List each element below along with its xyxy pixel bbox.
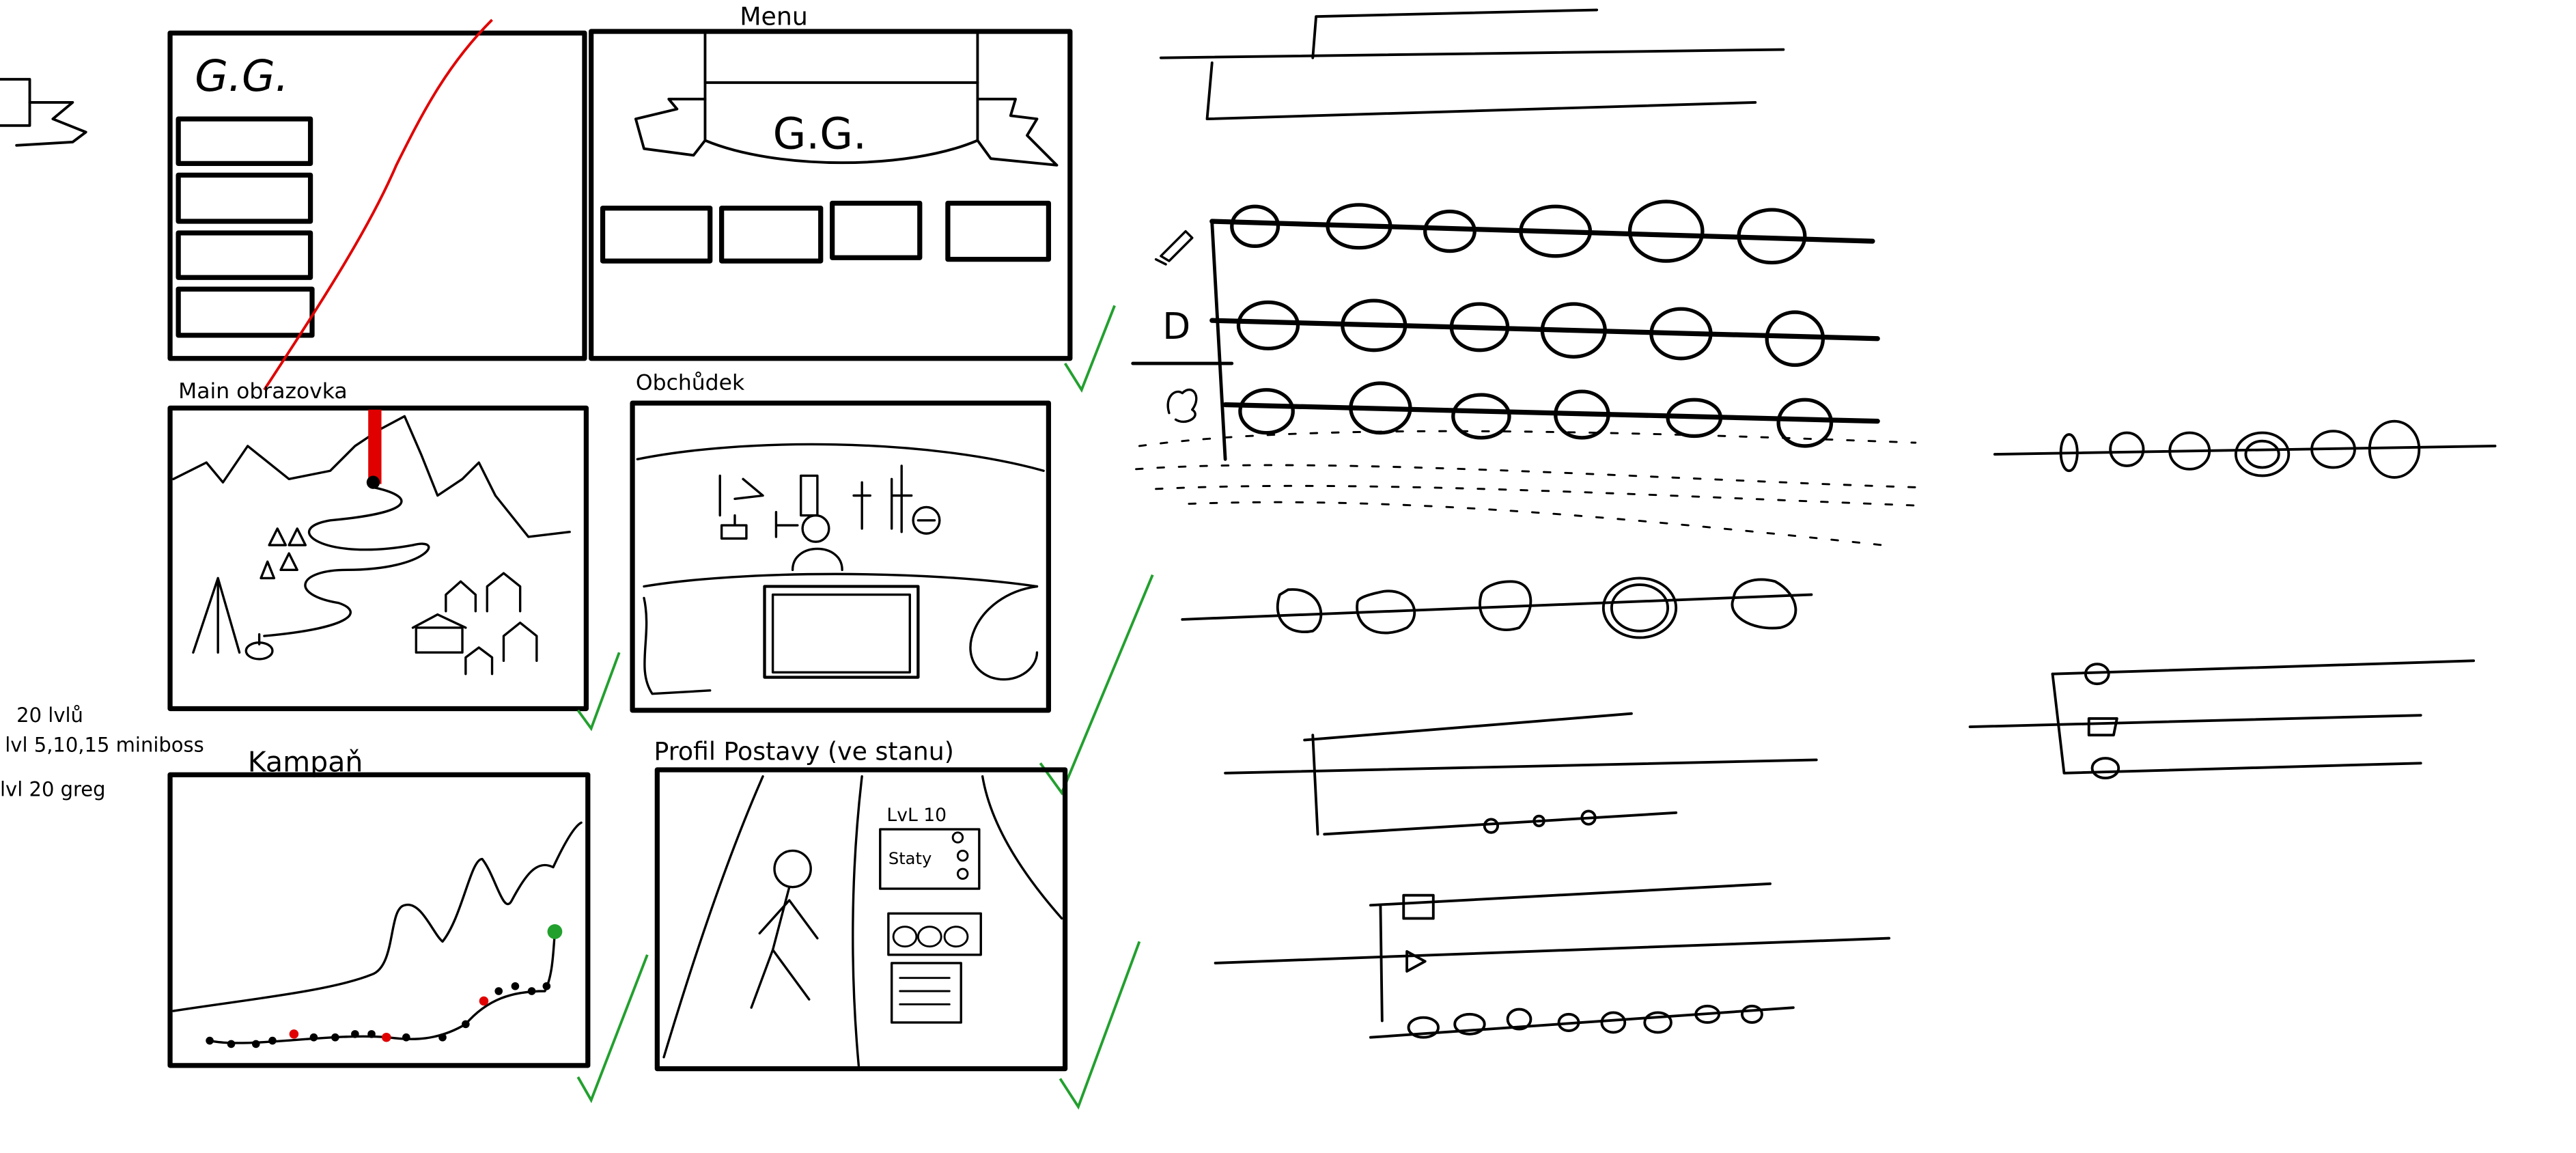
flag-icon (368, 409, 382, 484)
tree-diagram-2 (1968, 659, 2476, 779)
tree-icon (260, 527, 307, 580)
check-icon (576, 652, 621, 732)
stick-figure-icon (750, 849, 819, 1009)
profile-frame[interactable]: LvL 10 Staty (654, 767, 1068, 1072)
final-boss-node[interactable] (547, 924, 563, 939)
stats-panel[interactable] (879, 828, 981, 890)
level-node[interactable] (206, 982, 551, 1048)
menu-frame[interactable]: G.G. (588, 29, 1073, 361)
menu-button-3[interactable] (830, 200, 923, 260)
menu-heading: Menu (740, 1, 808, 31)
menu-logo: G.G. (773, 109, 867, 159)
shop-counter[interactable] (763, 585, 920, 679)
slot-row-2[interactable] (1993, 419, 2497, 479)
equipment-panel[interactable] (887, 912, 982, 956)
title-menu-button-2[interactable] (176, 172, 313, 224)
shield-icon (912, 505, 941, 535)
shop-label: Obchůdek (636, 371, 745, 395)
note-miniboss: lvl 5,10,15 miniboss (5, 733, 204, 756)
potion-icon (720, 510, 799, 540)
note-final-boss: lvl 20 greg (0, 778, 106, 801)
check-icon (1039, 574, 1154, 796)
mountain-icon (172, 415, 571, 538)
inventory-panel[interactable] (890, 962, 962, 1024)
note-levels: 20 lvlů (16, 704, 83, 727)
title-menu-button-4[interactable] (176, 286, 315, 338)
banner-icon (634, 31, 1059, 167)
menu-button-1[interactable] (600, 206, 713, 264)
check-icon (576, 954, 649, 1104)
stats-label: Staty (888, 849, 932, 868)
check-icon (1063, 305, 1116, 393)
main-screen-label: Main obrazovka (178, 379, 348, 404)
menu-button-4[interactable] (945, 200, 1052, 262)
equipment-grid[interactable]: D (1131, 199, 1880, 461)
check-icon (1059, 941, 1141, 1110)
house-icon (411, 572, 538, 676)
slot-row-1[interactable] (1181, 576, 1813, 639)
profile-level: LvL 10 (886, 805, 947, 826)
title-logo: G.G. (195, 51, 288, 101)
potion-icon (1166, 388, 1198, 423)
tree-diagram-1 (1224, 712, 1818, 836)
campfire-icon (244, 633, 274, 661)
title-menu-button-3[interactable] (176, 230, 313, 280)
tent-icon (192, 576, 241, 654)
shopkeeper-icon (791, 514, 843, 572)
shop-frame[interactable] (630, 400, 1052, 713)
profile-label: Profil Postavy (ve stanu) (654, 736, 954, 766)
title-menu-button-1[interactable] (176, 116, 313, 167)
shield-icon: D (1162, 305, 1190, 348)
sword-icon (1154, 230, 1194, 266)
menu-button-2[interactable] (719, 206, 824, 264)
title-screen-frame[interactable]: G.G. (167, 30, 587, 361)
red-strike-line (263, 18, 493, 391)
top-right-lines (1159, 8, 1785, 121)
scribble-dashes (1135, 430, 1917, 546)
main-screen-frame[interactable] (167, 405, 589, 712)
sword-icon (718, 464, 913, 533)
tree-diagram-3 (1214, 882, 1891, 1039)
scribble-icon (0, 78, 87, 147)
campaign-frame[interactable] (167, 772, 591, 1068)
